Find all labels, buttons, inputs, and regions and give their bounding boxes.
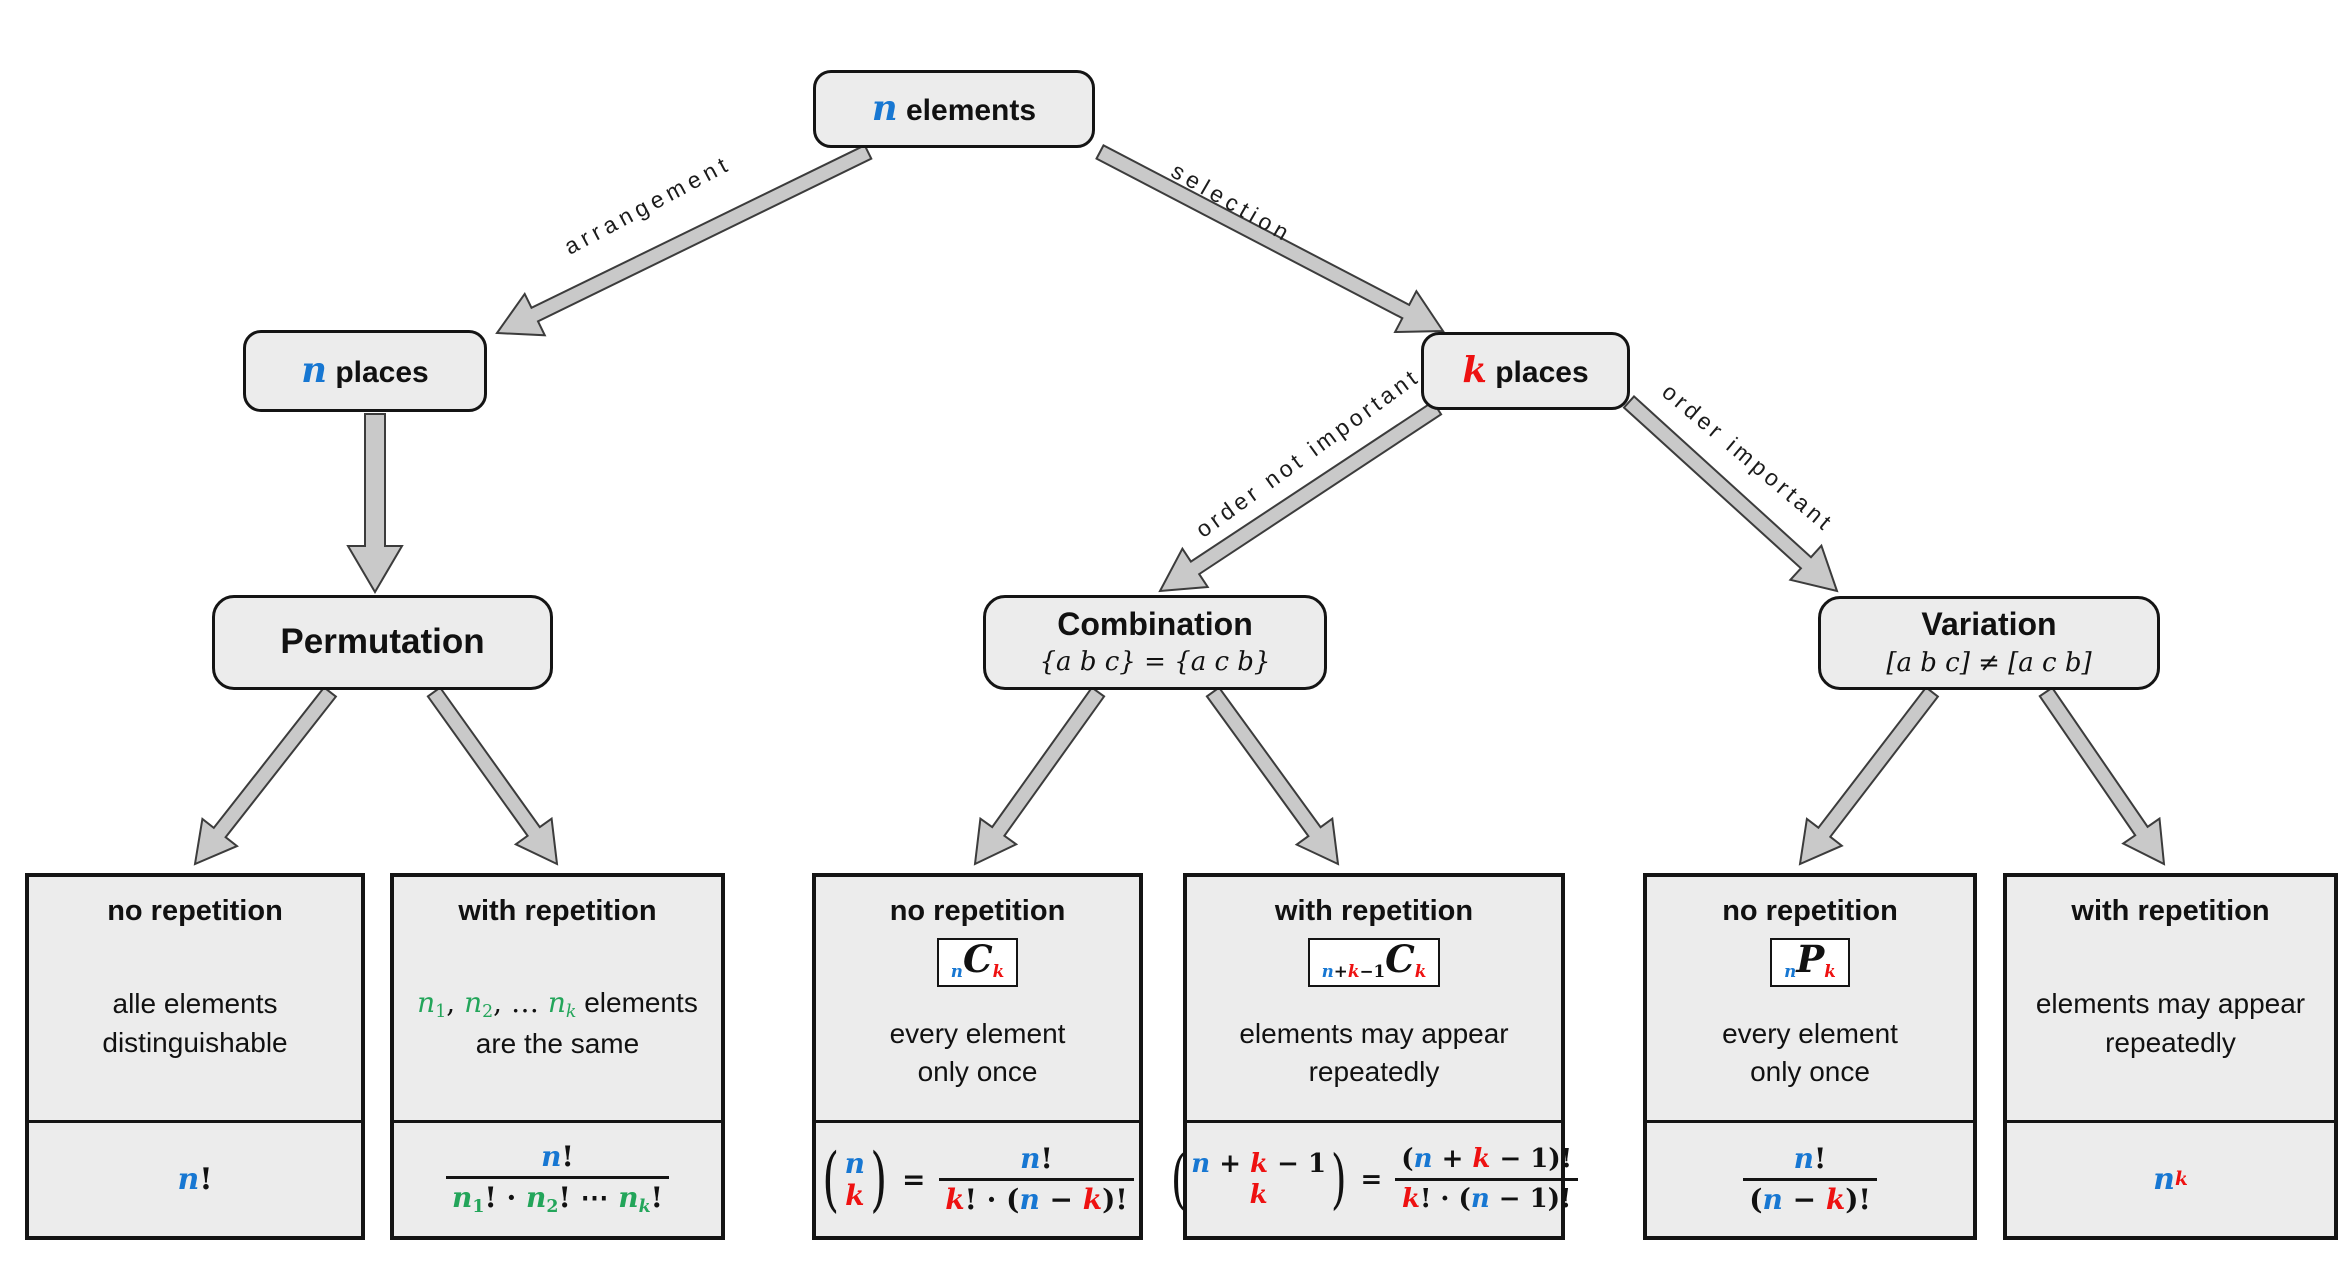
leaf-formula: n! — [29, 1120, 361, 1236]
leaf-upper: no repetition alle elements distinguisha… — [29, 877, 361, 1120]
leaf-formula: n!(n − k)! — [1647, 1120, 1973, 1236]
leaf-combination-with-repetition: with repetition n+k−1Ck elements may app… — [1171, 873, 1579, 1240]
arrow-k-places-to-combination — [1158, 400, 1443, 593]
node-n-elements-label: n elements — [871, 87, 1037, 129]
arrow-combination-to-with-rep — [1205, 686, 1340, 866]
leaf-description: every element only once — [889, 1017, 1066, 1088]
leaf-title: with repetition — [458, 895, 657, 927]
arrow-variation-to-with-rep — [2038, 686, 2166, 866]
arrow-variation-to-no-rep — [1798, 685, 1940, 866]
leaf-description: alle elements distinguishable — [102, 988, 288, 1058]
leaf-symbol-badge: n+k−1Ck — [1307, 938, 1441, 987]
node-k-places-label: k places — [1462, 349, 1589, 391]
leaf-description: n1, n2, … nk elements are the same — [417, 986, 698, 1060]
leaf-description: every element only once — [1722, 1017, 1898, 1088]
leaf-permutation-with-repetition: with repetition n1, n2, … nk elements ar… — [390, 873, 725, 1240]
leaf-title: with repetition — [1274, 895, 1474, 927]
leaf-title: no repetition — [889, 895, 1066, 927]
node-variation: Variation [a b c] ≠ [a c b] — [1818, 596, 2160, 690]
arrow-combination-to-no-rep — [973, 686, 1106, 866]
node-n-elements: n elements — [813, 70, 1095, 148]
node-combination: Combination {a b c} = {a c b} — [983, 595, 1327, 690]
leaf-upper: no repetition nCk every element only onc… — [816, 877, 1139, 1120]
leaf-title: no repetition — [107, 895, 283, 927]
arrow-root-to-n-places — [495, 143, 873, 337]
leaf-upper: with repetition elements may appear repe… — [2007, 877, 2334, 1120]
leaf-combination-no-repetition: no repetition nCk every element only onc… — [812, 873, 1143, 1240]
node-n-places-label: n places — [301, 349, 429, 391]
arrow-n-places-to-permutation — [346, 413, 404, 594]
leaf-description: elements may appear repeatedly — [1239, 1017, 1509, 1088]
arrow-k-places-to-variation — [1622, 394, 1839, 593]
leaf-description: elements may appear repeatedly — [2035, 988, 2306, 1058]
leaf-symbol-badge: nCk — [936, 938, 1019, 987]
leaf-variation-no-repetition: no repetition nPk every element only onc… — [1643, 873, 1977, 1240]
node-variation-subtitle: [a b c] ≠ [a c b] — [1886, 647, 2092, 678]
node-k-places: k places — [1421, 332, 1630, 410]
arrow-root-to-k-places — [1095, 144, 1445, 334]
leaf-title: with repetition — [2071, 895, 2270, 927]
leaf-formula: n!n1! · n2! ⋯ nk! — [394, 1120, 721, 1236]
leaf-permutation-no-repetition: no repetition alle elements distinguisha… — [25, 873, 365, 1240]
node-combination-label: Combination — [1057, 605, 1253, 642]
arrow-permutation-to-no-rep — [193, 685, 338, 866]
leaf-variation-with-repetition: with repetition elements may appear repe… — [2003, 873, 2338, 1240]
node-permutation: Permutation — [212, 595, 553, 690]
leaf-upper: with repetition n1, n2, … nk elements ar… — [394, 877, 721, 1120]
node-permutation-label: Permutation — [280, 622, 485, 662]
node-n-places: n places — [243, 330, 487, 412]
node-combination-subtitle: {a b c} = {a c b} — [1039, 647, 1271, 677]
leaf-upper: with repetition n+k−1Ck elements may app… — [1187, 877, 1561, 1120]
leaf-symbol-badge: nPk — [1770, 938, 1850, 987]
leaf-title: no repetition — [1722, 895, 1898, 927]
node-variation-label: Variation — [1921, 606, 2057, 643]
arrow-permutation-to-with-rep — [426, 686, 559, 866]
leaf-upper: no repetition nPk every element only onc… — [1647, 877, 1973, 1120]
